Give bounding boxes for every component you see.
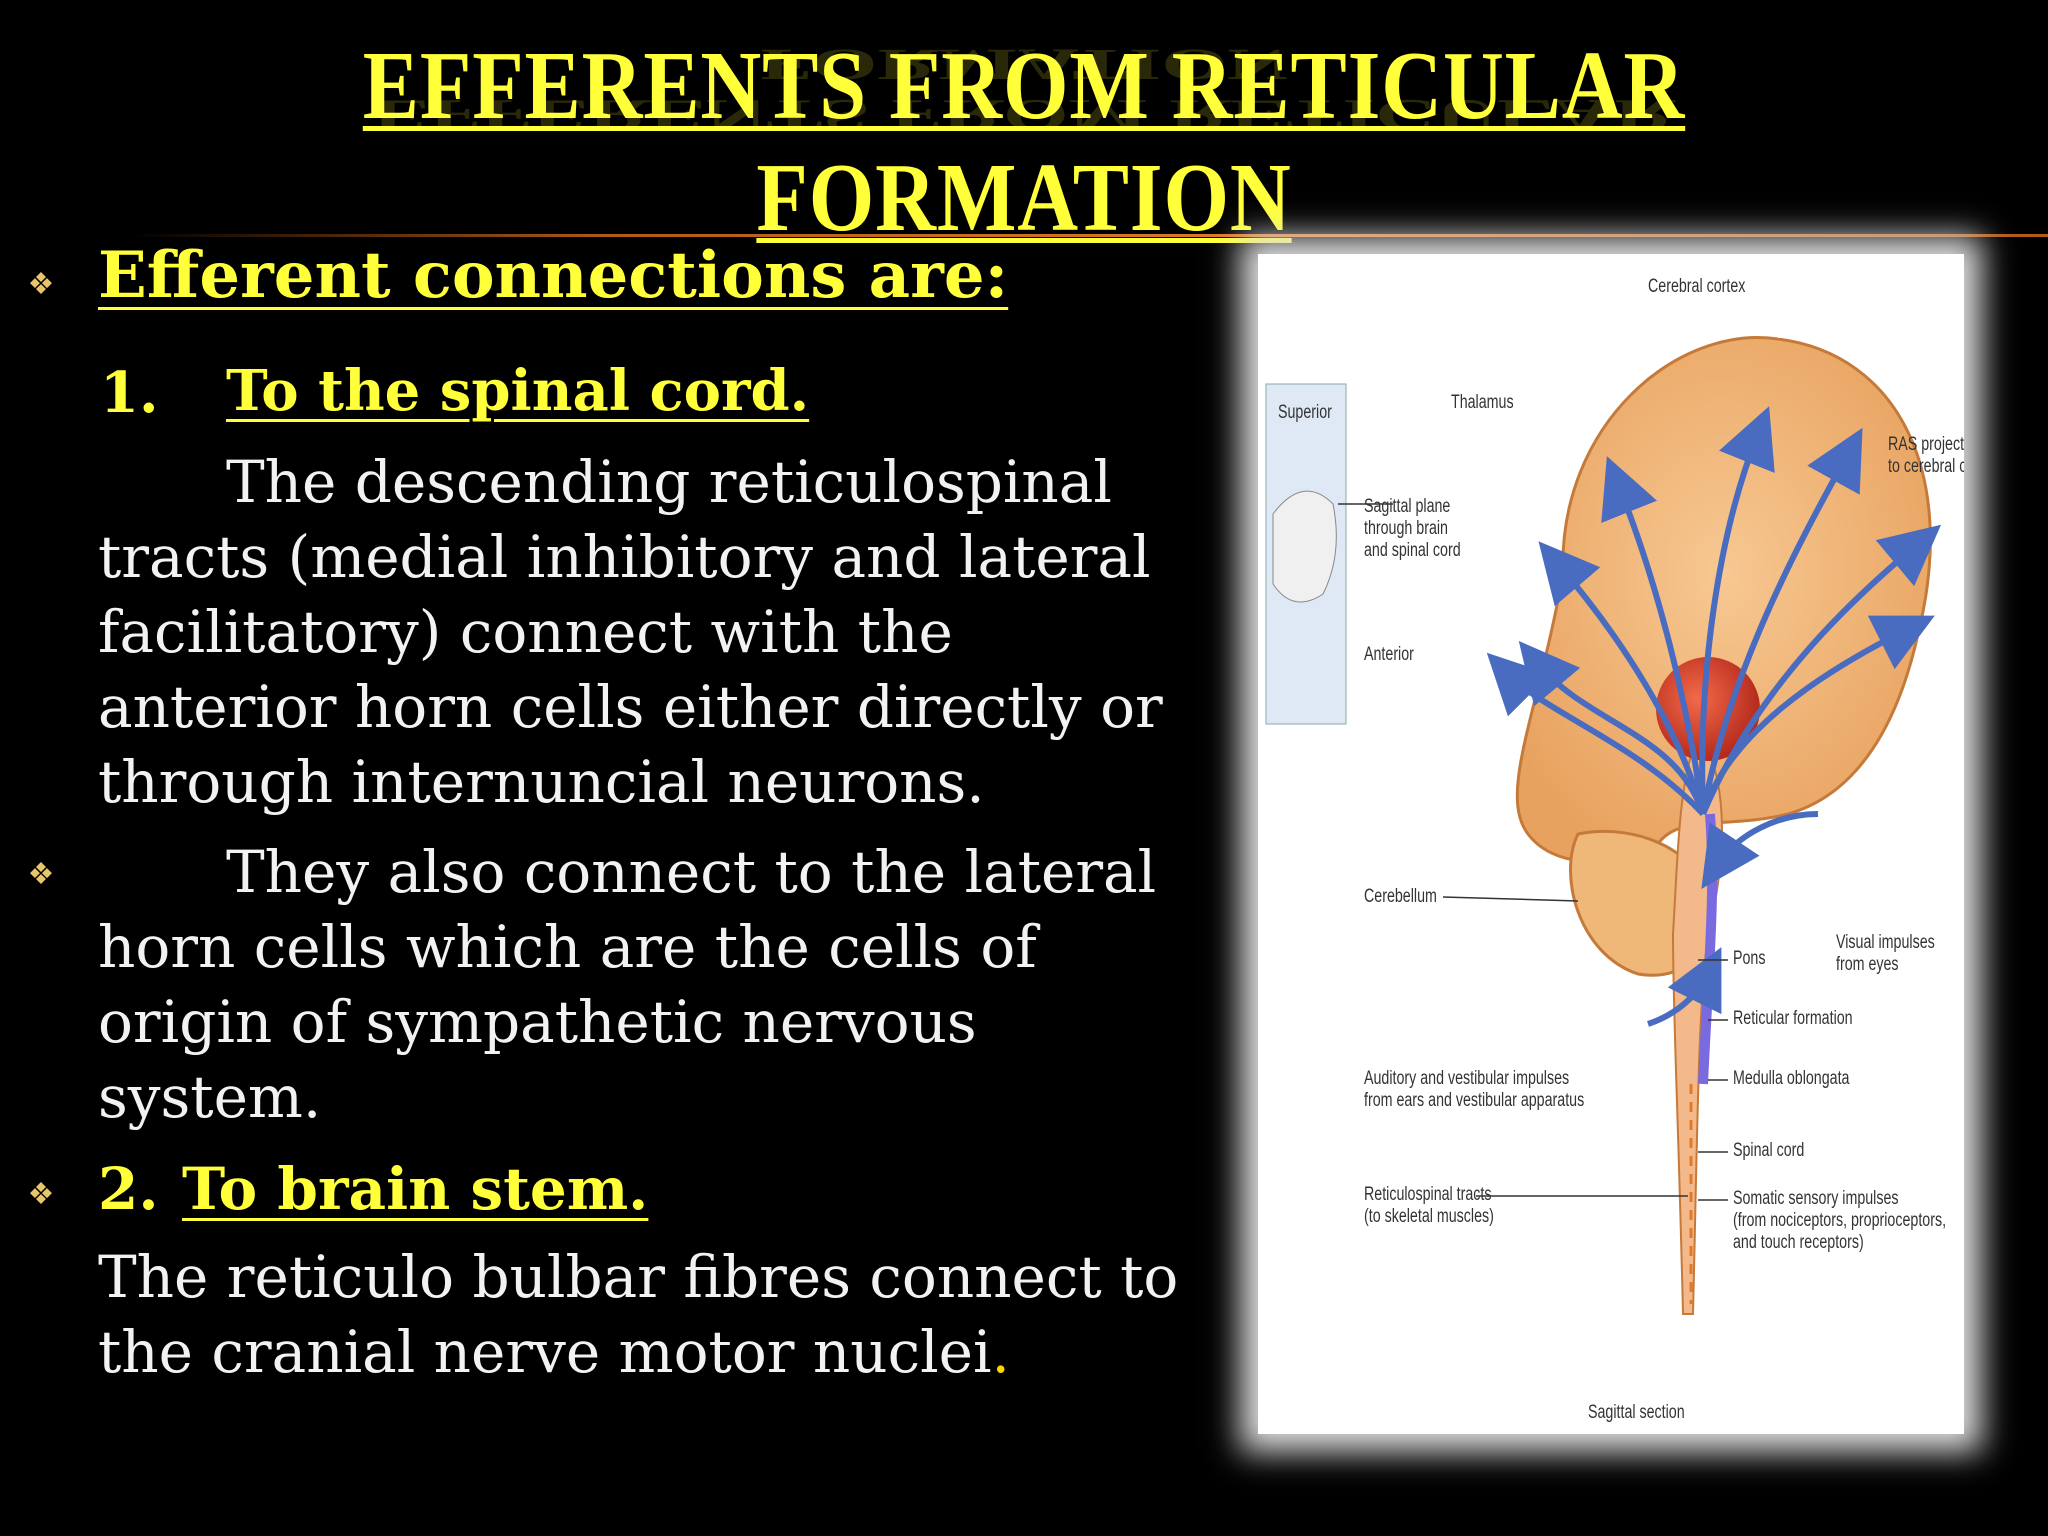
visual-arrow (1701, 811, 1819, 889)
item2-number: 2. (98, 1155, 159, 1223)
cerebrum (1515, 336, 1932, 863)
item2-period: . (991, 1318, 1010, 1386)
label-sagittal-plane: Sagittal plane through brain and spinal … (1364, 496, 1461, 561)
label-superior: Superior (1278, 402, 1332, 423)
slide-title: EFFERENTS FROM RETICULAR FORMATION (362, 32, 1686, 252)
brain-diagram (1265, 336, 1942, 1315)
inset-brain (1272, 490, 1337, 603)
diamond-bullet-icon: ❖ (27, 1177, 55, 1212)
brain-diagram-figure: Cerebral cortex Thalamus Superior Sagitt… (1258, 254, 1964, 1434)
leader-lines (1338, 503, 1728, 1201)
label-somatic: Somatic sensory impulses (from nocicepto… (1733, 1188, 1947, 1253)
label-cerebellum: Cerebellum (1364, 886, 1437, 907)
label-thalamus: Thalamus (1451, 392, 1514, 413)
item1-paragraph: The descending reticulospinal tracts (me… (98, 448, 1163, 816)
label-reticulospinal: Reticulospinal tracts (to skeletal muscl… (1364, 1184, 1494, 1227)
item2-title: To brain stem. (182, 1155, 649, 1223)
label-medulla: Medulla oblongata (1733, 1068, 1850, 1089)
diamond-bullet-icon: ❖ (27, 857, 55, 892)
label-visual: Visual impulses from eyes (1836, 932, 1935, 975)
diamond-bullet-icon: ❖ (27, 267, 55, 302)
label-reticular-formation: Reticular formation (1733, 1008, 1853, 1029)
label-cerebral-cortex: Cerebral cortex (1648, 276, 1746, 297)
item2-text: The reticulo bulbar fibres connect to th… (98, 1243, 1179, 1386)
item2-paragraph: The reticulo bulbar fibres connect to th… (98, 1240, 1208, 1390)
label-pons: Pons (1733, 948, 1766, 969)
label-sagittal-section: Sagittal section (1588, 1402, 1685, 1423)
title-divider (130, 234, 2048, 237)
auditory-arrow (1647, 947, 1722, 1027)
item1-number: 1. (100, 360, 159, 426)
item1-title: To the spinal cord. (226, 358, 810, 424)
label-auditory: Auditory and vestibular impulses from ea… (1364, 1068, 1585, 1111)
label-spinal-cord: Spinal cord (1733, 1140, 1805, 1161)
section-heading: Efferent connections are: (98, 238, 1009, 313)
ras-arrows (1486, 406, 1942, 817)
label-anterior: Anterior (1364, 644, 1414, 665)
item1-paragraph-2: They also connect to the lateral horn ce… (98, 838, 1157, 1131)
label-ras: RAS projections to cerebral cortex (1888, 434, 1964, 477)
